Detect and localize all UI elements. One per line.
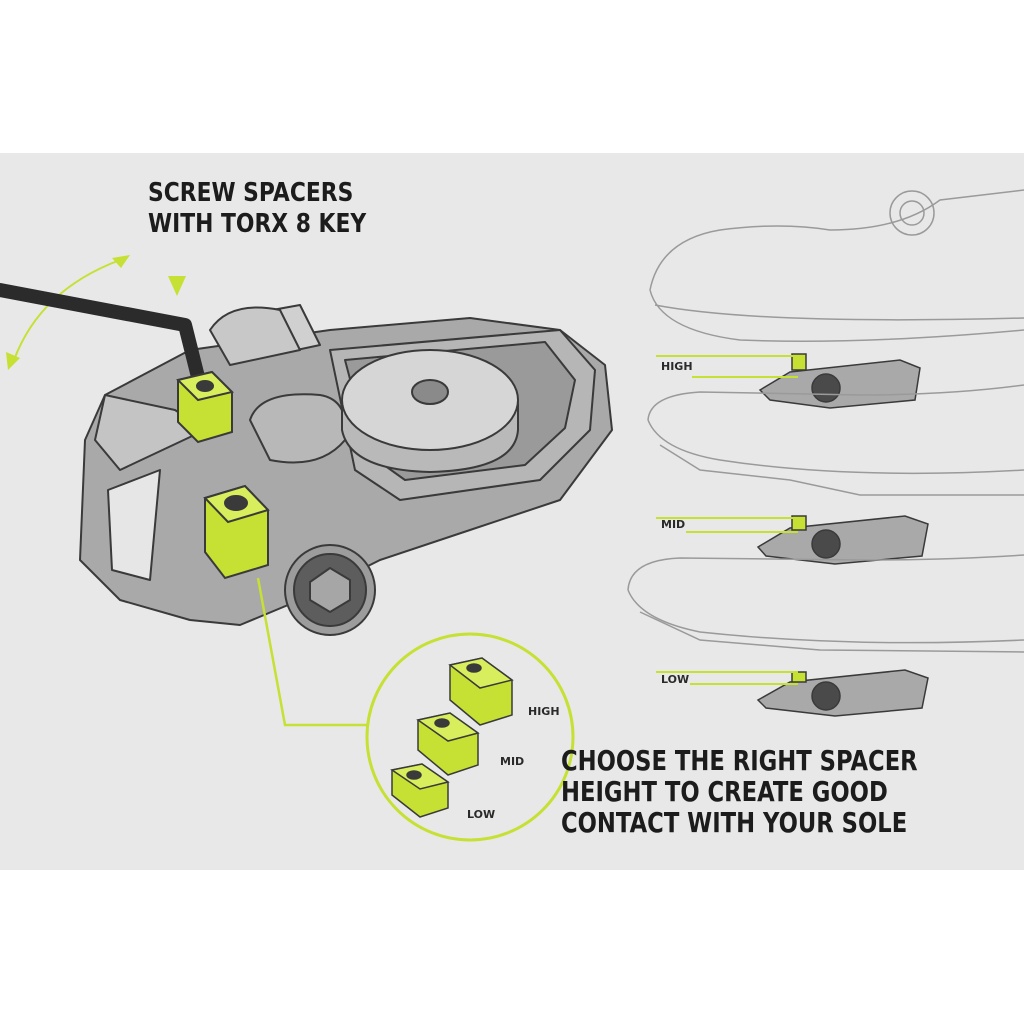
pedal-low <box>756 669 929 717</box>
pedal-body <box>79 304 613 636</box>
spacer-low <box>390 763 450 818</box>
shoe-label-high: HIGH <box>661 360 693 373</box>
title-bottom-line1: CHOOSE THE RIGHT SPACER <box>561 744 918 777</box>
title-top-line1: SCREW SPACERS <box>148 178 354 208</box>
shoe-mid <box>647 384 1024 496</box>
shoe-low <box>627 554 1024 653</box>
title-bottom-line2: HEIGHT TO CREATE GOOD <box>561 775 888 808</box>
spacer-label-high: HIGH <box>528 705 560 718</box>
spacer-bottom <box>203 484 270 580</box>
spacer-label-mid: MID <box>500 755 525 768</box>
spacer-top <box>176 370 234 444</box>
title-top-line2: WITH TORX 8 KEY <box>148 209 367 239</box>
torx-key-icon <box>0 283 207 392</box>
shoe-high <box>649 189 1024 342</box>
title-choose-spacer: CHOOSE THE RIGHT SPACER HEIGHT TO CREATE… <box>561 745 918 838</box>
spacer-high <box>448 657 514 726</box>
down-arrow-icon <box>168 276 186 296</box>
spacer-mid <box>416 712 480 776</box>
pedal-high <box>758 353 921 409</box>
shoe-label-mid: MID <box>661 518 686 531</box>
label-leaders <box>656 355 798 685</box>
title-bottom-line3: CONTACT WITH YOUR SOLE <box>561 806 908 839</box>
title-screw-spacers: SCREW SPACERS WITH TORX 8 KEY <box>148 178 366 240</box>
spacer-label-low: LOW <box>467 808 496 821</box>
shoe-label-low: LOW <box>661 673 690 686</box>
pedal-mid <box>756 515 929 565</box>
